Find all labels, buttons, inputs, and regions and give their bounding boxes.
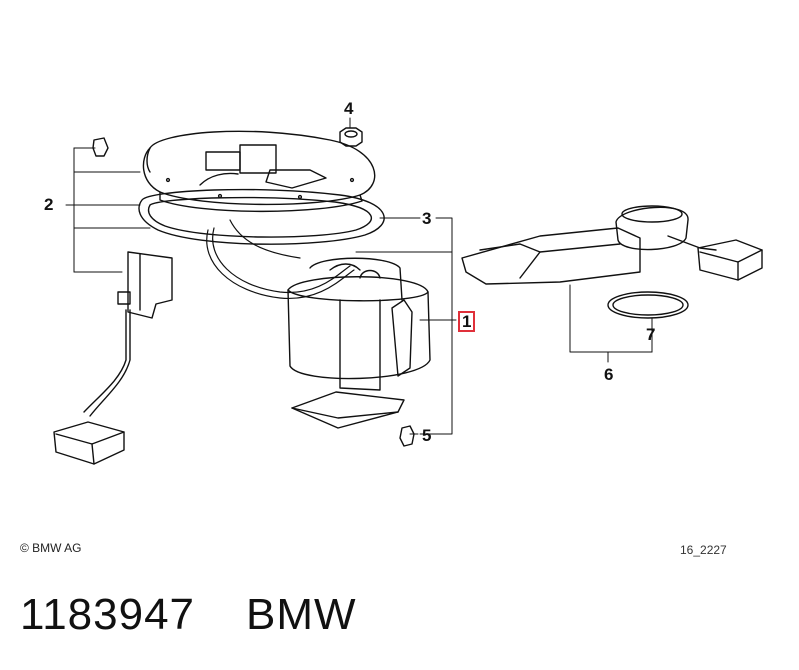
- gasket-ring: [138, 188, 385, 245]
- callout-1: 1: [458, 311, 476, 332]
- clip: [399, 425, 415, 447]
- callout-3: 3: [422, 209, 432, 228]
- nut: [339, 127, 363, 147]
- copyright-notice: © BMW AG: [20, 541, 82, 555]
- callout-2: 2: [44, 195, 54, 214]
- callout-5: 5: [422, 426, 432, 445]
- brand-caption: BMW: [246, 590, 357, 639]
- callout-4: 4: [344, 99, 354, 118]
- fuel-level-sensor-assembly: [461, 205, 763, 285]
- wiring-harness: [206, 219, 355, 300]
- o-ring: [607, 291, 689, 319]
- callout-7: 7: [646, 325, 656, 344]
- part-number: 1183947: [20, 590, 196, 639]
- fuel-pump: [287, 257, 431, 429]
- tank-flange: [142, 130, 376, 213]
- drawing-id: 16_2227: [680, 543, 727, 557]
- level-sender: [53, 251, 173, 465]
- leader-lines: [65, 117, 653, 435]
- flange-clip: [92, 137, 109, 157]
- parts-diagram: [53, 117, 763, 465]
- callout-6: 6: [604, 365, 614, 384]
